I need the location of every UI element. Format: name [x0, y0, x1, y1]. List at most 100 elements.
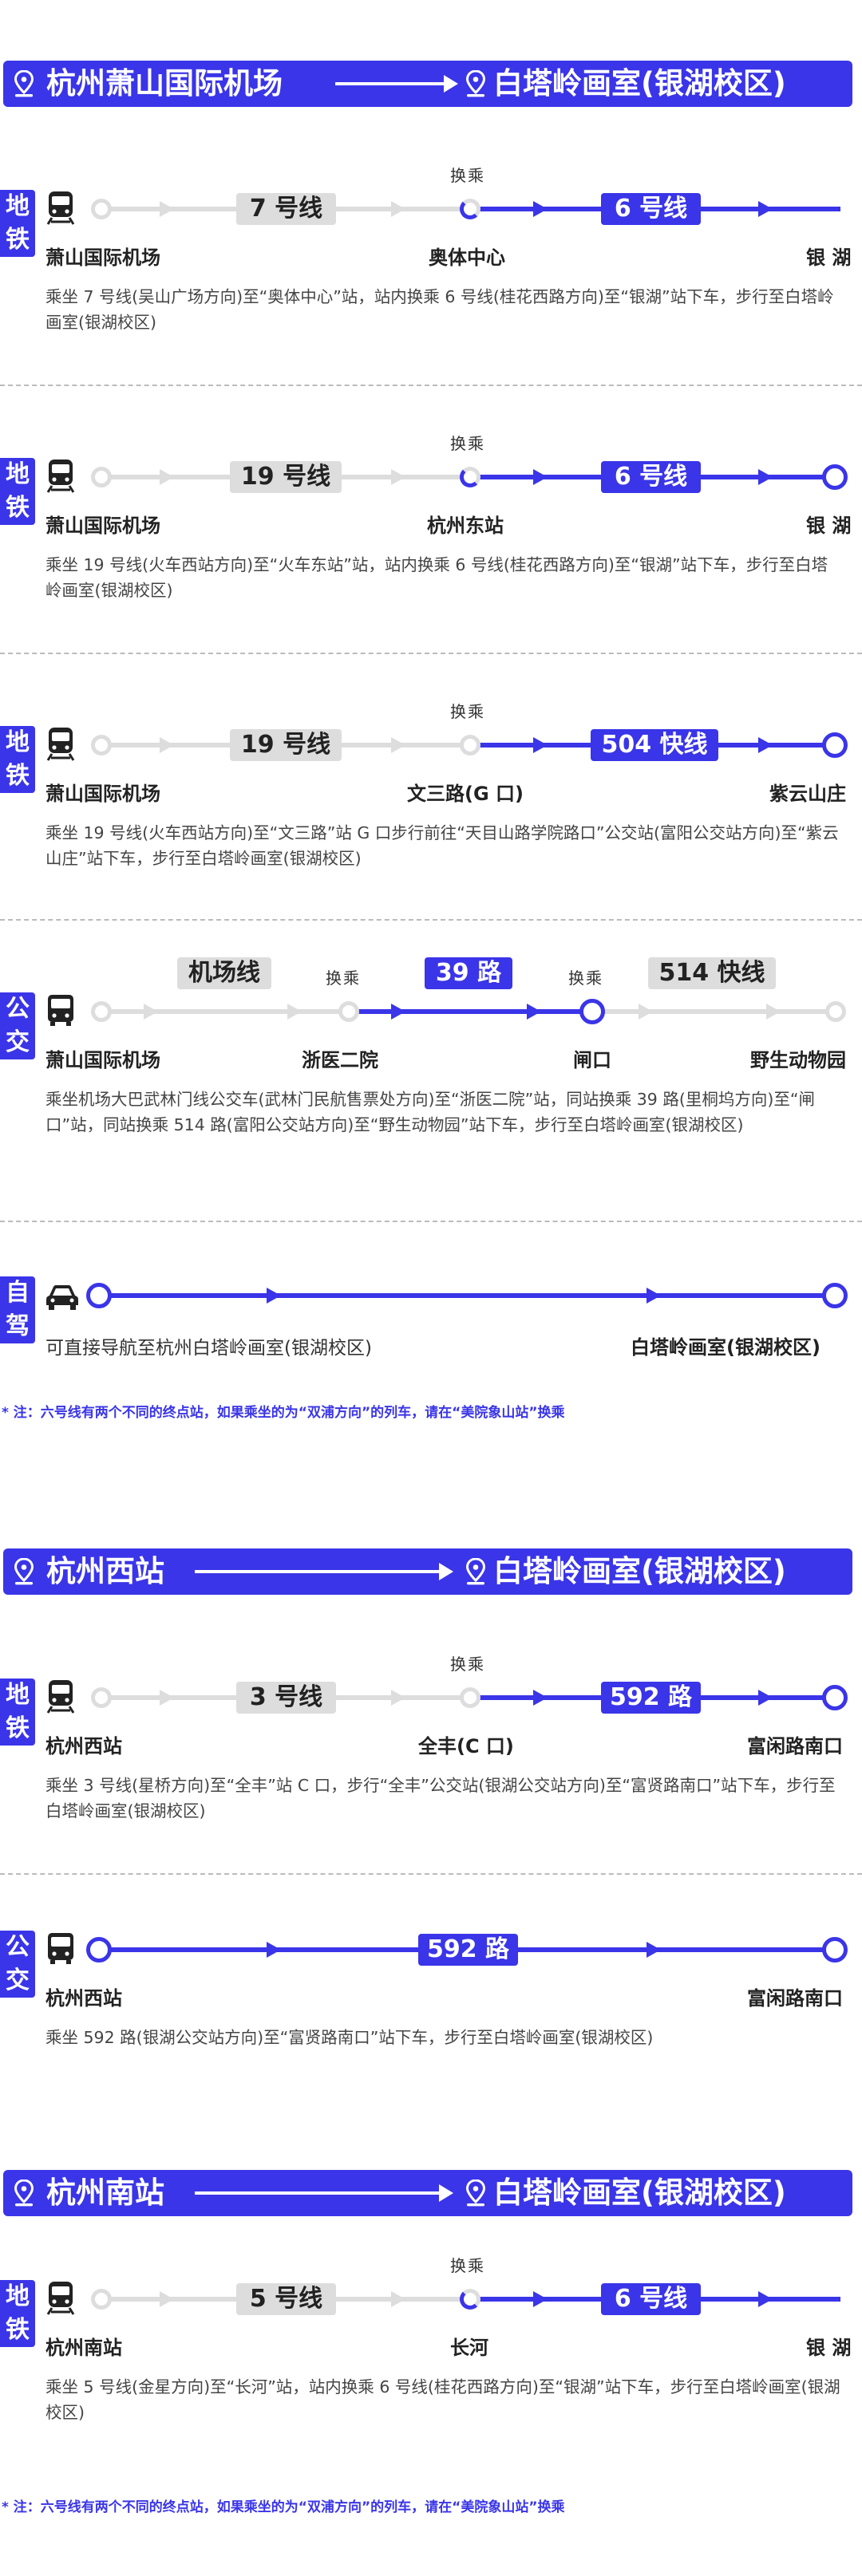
location-pin-icon: [14, 2180, 34, 2207]
drive-instruction: 可直接导航至杭州白塔岭画室(银湖校区): [45, 1338, 372, 1359]
metro-train-icon: [45, 1679, 77, 1714]
station-name: 全丰(C 口): [418, 1735, 514, 1757]
chevron-right-icon: [391, 1004, 405, 1020]
chevron-right-icon: [758, 2291, 773, 2307]
section-header-west-station: 杭州西站 白塔岭画室(银湖校区): [3, 1548, 852, 1595]
route-line-blue: [351, 1009, 583, 1014]
station-name: 富闲路南口: [747, 1735, 843, 1757]
footnote: * 注：六号线有两个不同的终点站，如果乘坐的为“双浦方向”的列车，请在“美院象山…: [2, 1405, 565, 1421]
transfer-label: 换乘: [568, 968, 603, 988]
station-name: 长河: [450, 2337, 488, 2359]
chevron-right-icon: [144, 1004, 158, 1020]
divider: [0, 653, 862, 654]
line-label: 19 号线: [230, 461, 342, 493]
station-name: 紫云山庄: [769, 783, 846, 805]
chevron-right-icon: [391, 1690, 405, 1706]
transfer-node: [338, 1001, 359, 1022]
chevron-right-icon: [267, 1288, 281, 1304]
mode-badge-metro: 地铁: [0, 458, 35, 525]
divider: [0, 1873, 862, 1875]
end-node: [822, 1685, 848, 1710]
location-pin-icon: [466, 70, 485, 97]
divider: [0, 1221, 862, 1222]
line-label: 19 号线: [230, 729, 342, 761]
transfer-label: 换乘: [450, 1655, 485, 1674]
station-name: 白塔岭画室(银湖校区): [631, 1336, 820, 1359]
divider: [0, 919, 862, 921]
chevron-right-icon: [160, 469, 174, 485]
station-node: [91, 735, 112, 755]
location-pin-icon: [466, 2180, 485, 2207]
transfer-node: [460, 735, 480, 755]
station-node: [91, 1687, 112, 1708]
line-label: 592 路: [418, 1934, 518, 1966]
bus-icon: [45, 1931, 77, 1966]
station-node: [91, 2289, 112, 2310]
section-header-airport: 杭州萧山国际机场 白塔岭画室(银湖校区): [3, 61, 852, 107]
metro-train-icon: [45, 458, 77, 493]
metro-train-icon: [45, 2280, 77, 2315]
route-description: 乘坐 592 路(银湖公交站方向)至“富贤路南口”站下车，步行至白塔岭画室(银湖…: [45, 2028, 654, 2047]
line-label: 504 快线: [591, 729, 718, 761]
station-name: 浙医二院: [302, 1049, 378, 1071]
mode-badge-drive: 自驾: [0, 1276, 35, 1343]
end-node: [822, 464, 848, 490]
route-description: 乘坐 19 号线(火车西站方向)至“文三路”站 G 口步行前往“天目山路学院路口…: [45, 823, 839, 868]
station-name: 杭州东站: [427, 515, 504, 537]
station-name: 杭州南站: [45, 2337, 122, 2359]
station-name: 萧山国际机场: [45, 247, 160, 269]
route-description: 乘坐 7 号线(吴山广场方向)至“奥体中心”站，站内换乘 6 号线(桂花西路方向…: [45, 287, 834, 332]
chevron-right-icon: [646, 1942, 661, 1958]
chevron-right-icon: [766, 1004, 781, 1020]
start-node: [86, 1937, 112, 1963]
section-header-south-station: 杭州南站 白塔岭画室(银湖校区): [3, 2170, 852, 2216]
station-name: 萧山国际机场: [45, 783, 160, 805]
station-node: [91, 1001, 112, 1022]
destination-title: 白塔岭画室(银湖校区): [493, 1554, 786, 1588]
route-line-grey: [101, 1009, 341, 1014]
chevron-right-icon: [391, 201, 405, 217]
station-name: 文三路(G 口): [407, 783, 524, 805]
end-node: [822, 732, 848, 758]
arrow-icon: [195, 1563, 453, 1580]
transfer-node: [460, 199, 480, 219]
station-node: [91, 467, 112, 487]
station-name: 银 湖: [806, 2337, 852, 2359]
route-description: 乘坐机场大巴武林门线公交车(武林门民航售票处方向)至“浙医二院”站，同站换乘 3…: [45, 1090, 815, 1134]
metro-train-icon: [45, 726, 77, 761]
station-name: 银 湖: [806, 247, 852, 269]
station-node: [91, 199, 112, 219]
chevron-right-icon: [287, 1004, 302, 1020]
transfer-label: 换乘: [326, 968, 361, 988]
chevron-right-icon: [533, 737, 548, 753]
line-label: 机场线: [177, 957, 271, 989]
mode-badge-metro: 地铁: [0, 190, 35, 257]
chevron-right-icon: [160, 737, 174, 753]
station-name: 闸口: [573, 1049, 611, 1071]
chevron-right-icon: [758, 1690, 773, 1706]
chevron-right-icon: [160, 1690, 174, 1706]
chevron-right-icon: [758, 737, 773, 753]
line-label: 6 号线: [601, 193, 701, 225]
chevron-right-icon: [758, 469, 773, 485]
footnote: * 注：六号线有两个不同的终点站，如果乘坐的为“双浦方向”的列车，请在“美院象山…: [2, 2499, 565, 2515]
car-icon: [45, 1283, 80, 1312]
chevron-right-icon: [639, 1004, 653, 1020]
location-pin-icon: [466, 1558, 485, 1585]
station-name: 杭州西站: [45, 1987, 122, 2010]
origin-title: 杭州西站: [46, 1554, 164, 1588]
origin-title: 杭州萧山国际机场: [46, 66, 283, 101]
location-pin-icon: [14, 70, 34, 97]
route-description: 乘坐 19 号线(火车西站方向)至“火车东站”站，站内换乘 6 号线(桂花西路方…: [45, 555, 828, 600]
transfer-node: [460, 2289, 480, 2310]
station-name: 银 湖: [806, 515, 852, 537]
origin-title: 杭州南站: [46, 2176, 164, 2210]
route-description: 乘坐 5 号线(金星方向)至“长河”站，站内换乘 6 号线(桂花西路方向)至“银…: [45, 2377, 840, 2422]
chevron-right-icon: [160, 201, 174, 217]
station-name: 富闲路南口: [747, 1987, 843, 2010]
transfer-label: 换乘: [450, 2256, 485, 2275]
arrow-icon: [195, 2184, 453, 2202]
station-name: 野生动物园: [750, 1049, 846, 1071]
location-pin-icon: [14, 1558, 34, 1585]
chevron-right-icon: [391, 2291, 405, 2307]
